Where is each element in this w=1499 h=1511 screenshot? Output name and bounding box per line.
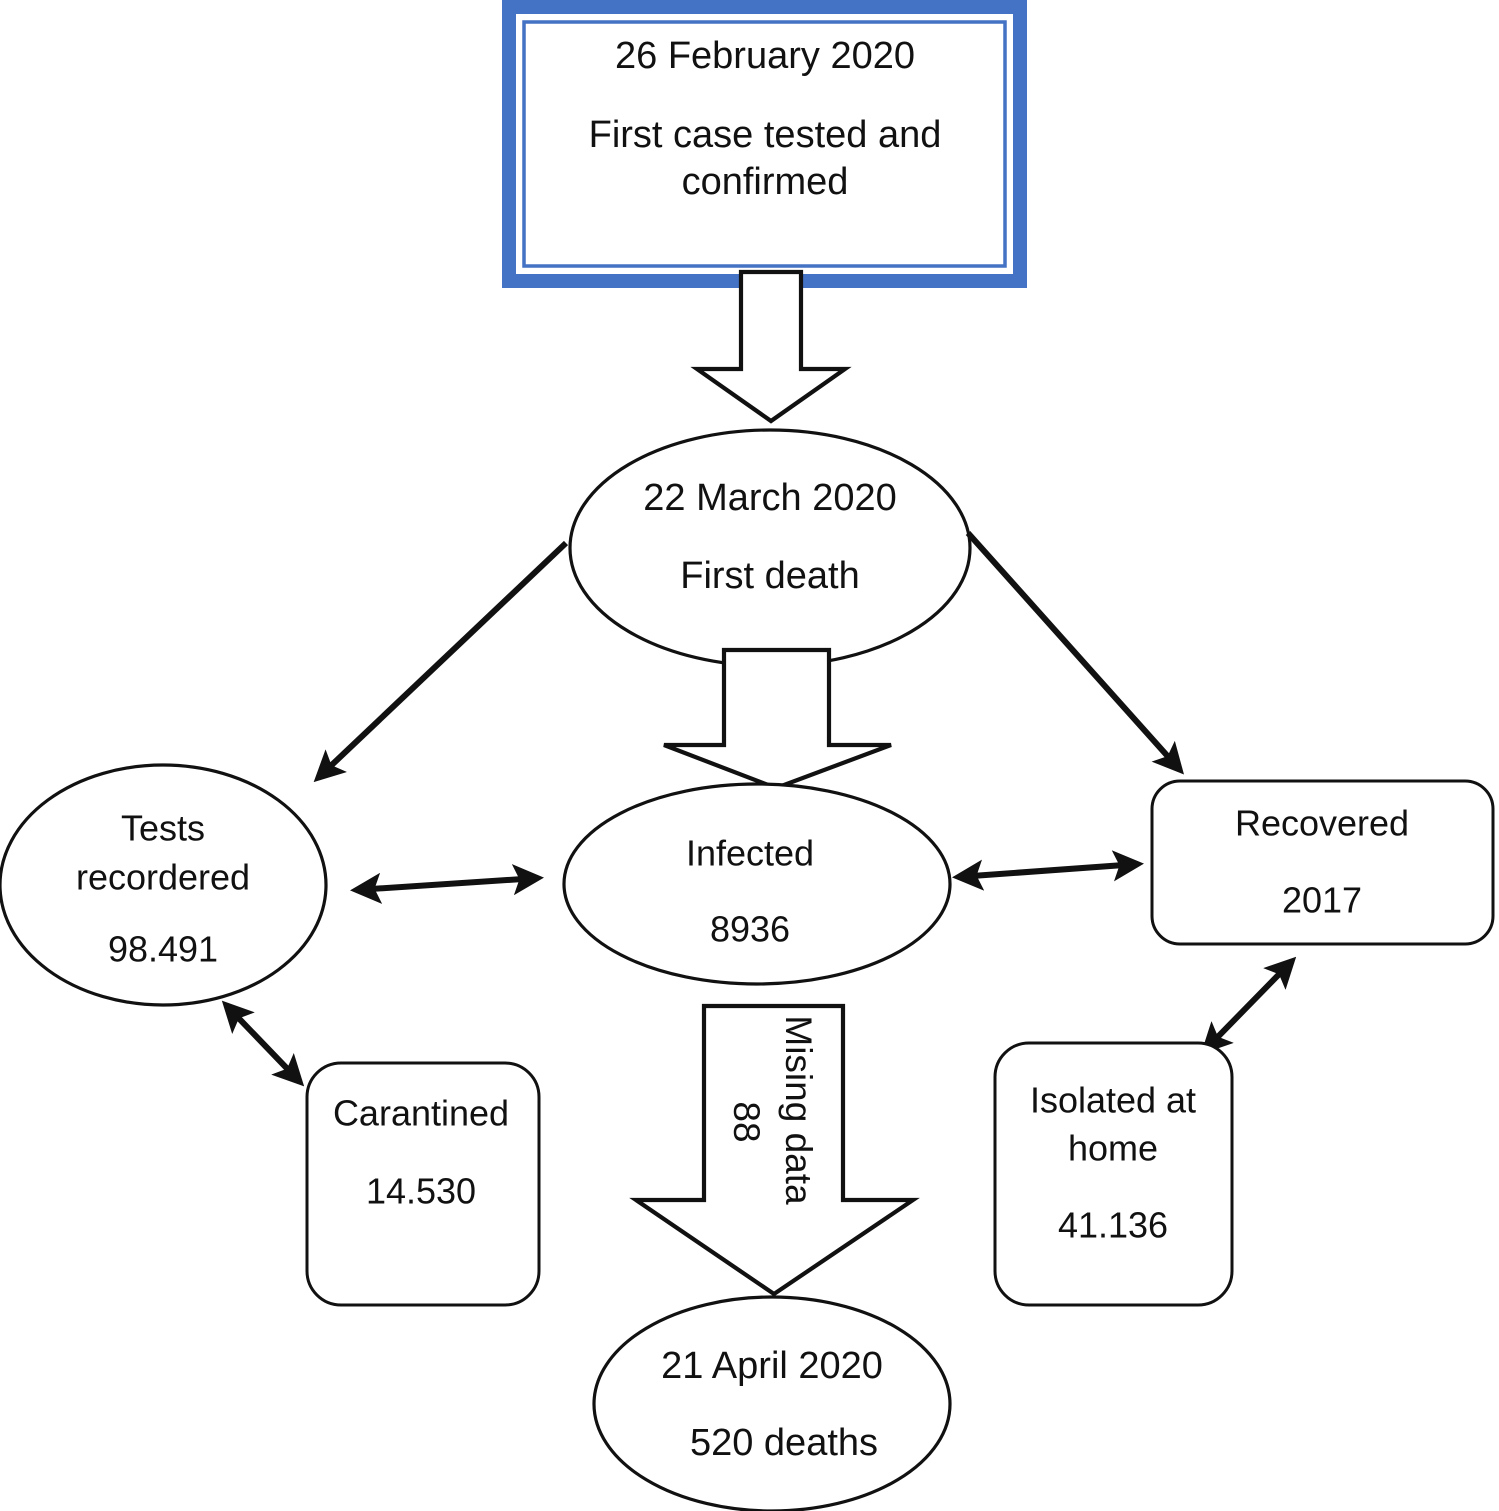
node-isolated-at-home[interactable]: Isolated at home 41.136 — [993, 1041, 1234, 1307]
banner-line-2: First case tested and — [589, 114, 942, 156]
infected-ellipse — [562, 782, 952, 986]
carantined-value: 14.530 — [366, 1171, 476, 1212]
recovered-label: Recovered — [1235, 803, 1409, 844]
node-recovered[interactable]: Recovered 2017 — [1150, 779, 1495, 946]
first-death-ellipse — [568, 428, 972, 668]
connector-first-death-to-recovered — [965, 530, 1185, 775]
node-first-death[interactable]: 22 March 2020 First death — [568, 428, 972, 668]
banner-inner-border — [522, 20, 1007, 268]
tests-recordered-ellipse — [0, 763, 328, 1007]
recovered-value: 2017 — [1282, 880, 1362, 921]
node-infected[interactable]: Infected 8936 — [562, 782, 952, 986]
block-arrow-first-death-to-infected — [663, 647, 892, 791]
connector-infected-to-recovered — [952, 850, 1144, 891]
connector-recovered-to-isolated — [1200, 956, 1297, 1055]
tests-recordered-line-2: recordered — [76, 857, 250, 898]
block-arrow-label: Mising data — [778, 1015, 819, 1205]
banner-line-1: 26 February 2020 — [615, 35, 915, 77]
deaths-line-1: 21 April 2020 — [661, 1345, 883, 1387]
first-case-banner[interactable]: 26 February 2020 First case tested and c… — [502, 0, 1027, 288]
block-arrow-value: 88 — [726, 1101, 767, 1142]
infected-label: Infected — [686, 833, 814, 874]
block-arrow-infected-to-deaths: Mising data 88 — [629, 1003, 920, 1297]
isolated-value: 41.136 — [1058, 1205, 1168, 1246]
block-arrow-banner-to-first-death — [690, 269, 852, 424]
recovered-rect — [1150, 779, 1495, 946]
node-carantined[interactable]: Carantined 14.530 — [305, 1061, 541, 1307]
tests-recordered-line-1: Tests — [121, 808, 205, 849]
first-death-line-2: First death — [680, 555, 860, 597]
carantined-label: Carantined — [333, 1093, 509, 1134]
node-tests-recordered[interactable]: Tests recordered 98.491 — [0, 763, 328, 1007]
first-death-line-1: 22 March 2020 — [643, 477, 897, 519]
isolated-line-2: home — [1068, 1128, 1158, 1169]
deaths-line-2: 520 deaths — [690, 1422, 878, 1464]
carantined-rect — [305, 1061, 541, 1307]
connector-first-death-to-tests — [313, 540, 569, 783]
deaths-ellipse — [592, 1295, 952, 1511]
isolated-line-1: Isolated at — [1030, 1080, 1196, 1121]
isolated-rect — [993, 1041, 1234, 1307]
connector-tests-to-infected — [350, 864, 544, 904]
infected-value: 8936 — [710, 909, 790, 950]
tests-recordered-value: 98.491 — [108, 929, 218, 970]
connector-tests-to-carantined — [221, 1000, 305, 1087]
node-deaths[interactable]: 21 April 2020 520 deaths — [592, 1295, 952, 1511]
banner-line-3: confirmed — [682, 161, 849, 203]
